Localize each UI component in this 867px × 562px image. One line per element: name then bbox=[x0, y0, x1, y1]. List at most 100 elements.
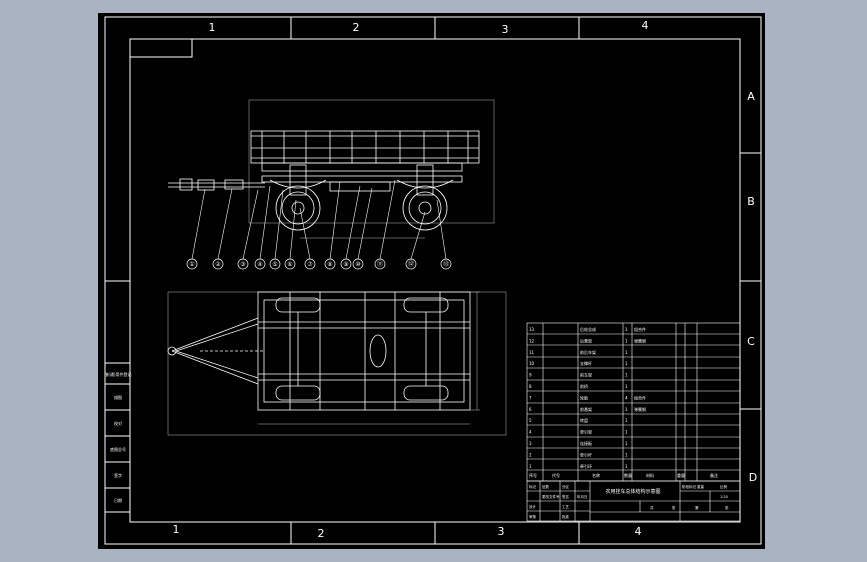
parts-header-code: 代号 bbox=[552, 472, 560, 478]
parts-cell-qty: 1 bbox=[625, 384, 628, 389]
zone-label-bottom: 3 bbox=[498, 525, 505, 538]
balloon-label: ⑤ bbox=[272, 261, 277, 268]
parts-cell-name: 连接板 bbox=[580, 440, 592, 446]
parts-cell-qty: 1 bbox=[625, 361, 628, 366]
zone-label-top: 1 bbox=[209, 21, 216, 34]
parts-header-weight: 重量 bbox=[677, 472, 685, 478]
tb-label: 处数 bbox=[542, 484, 550, 489]
side-strip-label: 日期 bbox=[114, 497, 122, 503]
title-block bbox=[526, 480, 741, 522]
tb-label: 标记 bbox=[529, 484, 537, 489]
parts-cell-name: 后悬架 bbox=[580, 337, 592, 343]
balloon-label: ⑧ bbox=[327, 261, 332, 268]
tb-label: 张 bbox=[725, 505, 729, 510]
zone-label-top: 3 bbox=[502, 23, 509, 36]
parts-cell-seq: 12 bbox=[529, 338, 535, 343]
front-wheel bbox=[275, 185, 321, 231]
zone-label-right: D bbox=[749, 471, 757, 484]
tb-label: 分区 bbox=[562, 484, 570, 489]
balloon-label: ⑨ bbox=[343, 261, 348, 268]
parts-header-material: 材料 bbox=[646, 472, 654, 478]
side-strip-label: 借(通)用件登记 bbox=[104, 371, 131, 377]
balloon-label: ② bbox=[215, 261, 221, 268]
parts-cell-name: 牵引杆 bbox=[580, 451, 592, 457]
zone-label-top: 4 bbox=[642, 19, 649, 32]
zone-label-right: A bbox=[747, 90, 755, 103]
drawing-paper bbox=[98, 13, 765, 549]
side-strip-label: 描图 bbox=[114, 394, 122, 400]
side-strip bbox=[105, 362, 130, 513]
tb-label: 签名 bbox=[562, 494, 569, 499]
balloon-label: ⑬ bbox=[443, 260, 449, 268]
parts-cell-seq: 1 bbox=[529, 464, 532, 469]
balloon-label: ⑥ bbox=[287, 261, 292, 268]
parts-cell-seq: 10 bbox=[529, 361, 535, 366]
top-view bbox=[167, 291, 507, 436]
tb-label: 重量 bbox=[697, 484, 705, 489]
tb-label: 审核 bbox=[529, 514, 537, 519]
tb-label: 比例 bbox=[720, 484, 728, 489]
parts-cell-qty: 1 bbox=[625, 327, 628, 332]
parts-cell-seq: 8 bbox=[529, 384, 532, 389]
parts-cell-seq: 13 bbox=[529, 327, 535, 332]
parts-cell-material: 弹簧钢 bbox=[634, 406, 646, 412]
tb-label: 共 bbox=[650, 505, 654, 510]
parts-cell-seq: 2 bbox=[529, 452, 532, 457]
zone-label-right: B bbox=[747, 195, 755, 208]
parts-cell-material: 组合件 bbox=[634, 326, 646, 332]
side-strip-label: 校对 bbox=[114, 420, 122, 426]
parts-cell-qty: 1 bbox=[625, 350, 628, 355]
parts-cell-seq: 4 bbox=[529, 430, 532, 435]
tb-label: 阶段标记 bbox=[682, 484, 696, 489]
title-block-title: 农用挂车总体结构示意图 bbox=[605, 488, 660, 495]
balloon-label: ① bbox=[189, 261, 194, 268]
parts-cell-seq: 7 bbox=[529, 395, 532, 400]
side-strip-label: 底图总号 bbox=[110, 446, 126, 452]
balloon-label: ③ bbox=[240, 261, 245, 268]
parts-cell-name: 前后车架 bbox=[580, 349, 596, 355]
balloons bbox=[186, 258, 452, 270]
parts-cell-name: 支撑杆 bbox=[580, 360, 592, 366]
side-view-envelope bbox=[248, 99, 495, 224]
balloon-label: ⑩ bbox=[355, 261, 360, 268]
zone-label-bottom: 4 bbox=[635, 525, 642, 538]
parts-header-seq: 序号 bbox=[529, 472, 537, 478]
title-block-fields: 标记 处数 分区 更改文件号 签名 年月日 设计 审核 工艺 批准 阶段标记 重… bbox=[529, 484, 729, 519]
tb-label: 年月日 bbox=[577, 494, 588, 499]
parts-cell-name: 前桥 bbox=[580, 383, 588, 389]
parts-list-header: 序号 代号 名称 数量 材料 重量 备注 bbox=[529, 472, 718, 478]
balloon-label: ⑪ bbox=[377, 260, 383, 268]
zone-label-bottom: 1 bbox=[173, 523, 180, 536]
parts-cell-qty: 1 bbox=[625, 452, 628, 457]
parts-cell-qty: 1 bbox=[625, 441, 628, 446]
zone-label-bottom: 2 bbox=[318, 527, 325, 540]
tb-label: 设计 bbox=[529, 504, 537, 509]
parts-cell-name: 牵引环 bbox=[580, 463, 592, 469]
parts-cell-name: 轮胎 bbox=[580, 394, 588, 400]
parts-cell-seq: 5 bbox=[529, 418, 532, 423]
parts-cell-name: 牵引架 bbox=[580, 429, 592, 435]
drawing-number-box bbox=[129, 38, 193, 58]
parts-cell-qty: 1 bbox=[625, 338, 628, 343]
parts-header-note: 备注 bbox=[710, 472, 718, 478]
side-strip-label: 签字 bbox=[114, 472, 122, 478]
zone-label-right: C bbox=[747, 335, 755, 348]
rear-wheel bbox=[402, 185, 448, 231]
parts-cell-qty: 1 bbox=[625, 418, 628, 423]
parts-cell-name: 前车架 bbox=[580, 372, 592, 378]
parts-cell-seq: 11 bbox=[529, 350, 535, 355]
balloon-label: ⑦ bbox=[307, 261, 313, 268]
tb-label: 工艺 bbox=[562, 504, 570, 509]
tb-label: 第 bbox=[695, 505, 699, 510]
parts-cell-name: 前悬架 bbox=[580, 406, 592, 412]
parts-header-name: 名称 bbox=[592, 472, 600, 478]
tb-label: 批准 bbox=[562, 514, 570, 519]
parts-cell-name: 后轮总成 bbox=[580, 326, 596, 332]
side-view bbox=[168, 99, 495, 239]
balloon-label: ④ bbox=[257, 261, 262, 268]
parts-cell-material: 组合件 bbox=[634, 394, 646, 400]
zone-label-top: 2 bbox=[353, 21, 360, 34]
parts-cell-seq: 6 bbox=[529, 407, 532, 412]
